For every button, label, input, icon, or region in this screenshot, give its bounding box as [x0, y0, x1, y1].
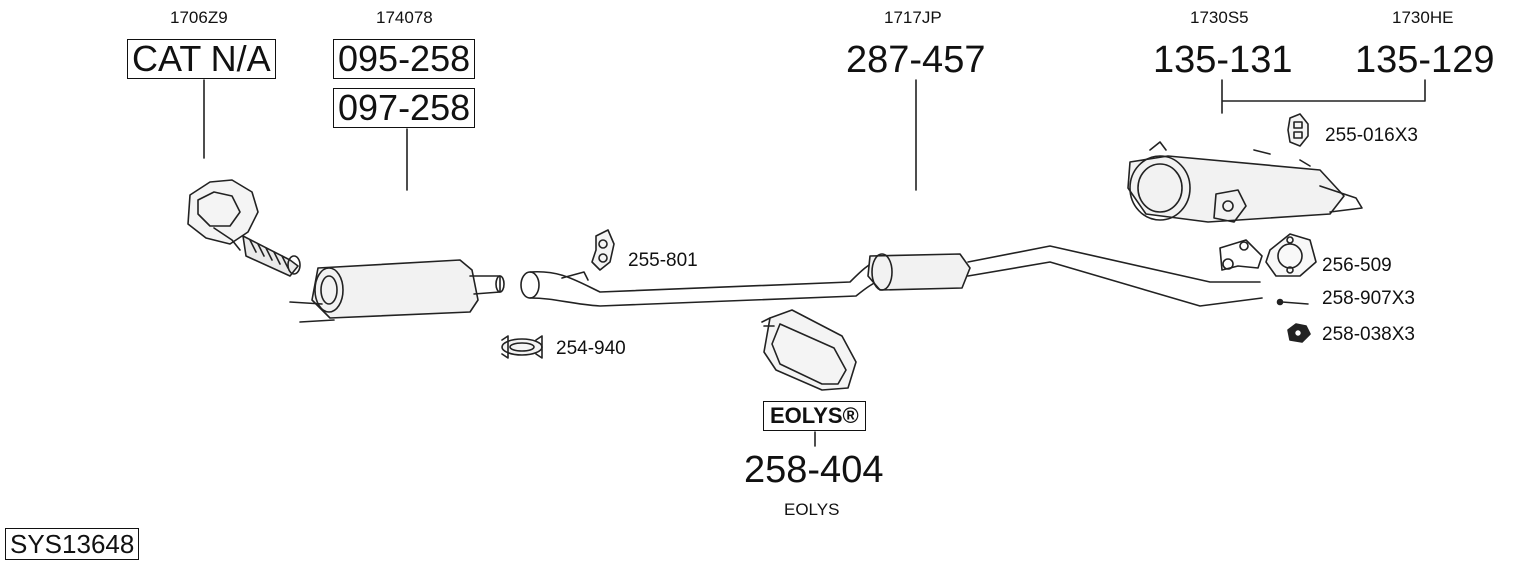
- rubber-mount-mid-icon: [591, 229, 615, 271]
- cat-part-number[interactable]: CAT N/A: [127, 39, 276, 79]
- rubber-mount-rear-label[interactable]: 255-016X3: [1325, 125, 1418, 146]
- rubber-mount-rear-icon: [1287, 113, 1309, 147]
- rear-a-part-number[interactable]: 135-131: [1153, 39, 1293, 81]
- bolt-icon: [1276, 298, 1309, 306]
- nut-icon: [1287, 323, 1311, 343]
- middle-part-number[interactable]: 287-457: [846, 39, 986, 81]
- front-pipe-part-number-2[interactable]: 097-258: [333, 88, 476, 128]
- middle-ref-label: 1717JP: [884, 8, 942, 27]
- system-id-label: SYS13648: [5, 528, 140, 560]
- eolys-part-number[interactable]: 258-404: [744, 449, 884, 491]
- rear-b-ref-label: 1730HE: [1392, 8, 1454, 27]
- rubber-mount-mid-label[interactable]: 255-801: [628, 250, 698, 271]
- clamp-label[interactable]: 254-940: [556, 338, 626, 359]
- clamp-icon: [501, 335, 543, 359]
- eolys-caption: EOLYS: [784, 500, 840, 519]
- middle-part: [520, 245, 1263, 307]
- rear-b-part-number[interactable]: 135-129: [1355, 39, 1495, 81]
- rear-silencer-part: [1127, 141, 1363, 271]
- eolys-tank-part: [761, 309, 857, 391]
- gasket-icon: [1265, 233, 1317, 277]
- eolys-logo: EOLYS®: [763, 401, 866, 431]
- cat-ref-label: 1706Z9: [170, 8, 228, 27]
- nut-label[interactable]: 258-038X3: [1322, 324, 1415, 345]
- front-pipe-part: [289, 259, 505, 323]
- leader-rear: [1221, 79, 1426, 114]
- front-pipe-part-number-1[interactable]: 095-258: [333, 39, 476, 79]
- front-pipe-ref-label: 174078: [376, 8, 433, 27]
- cat-part: [187, 179, 301, 277]
- bolt-label[interactable]: 258-907X3: [1322, 288, 1415, 309]
- rear-a-ref-label: 1730S5: [1190, 8, 1249, 27]
- gasket-label[interactable]: 256-509: [1322, 255, 1392, 276]
